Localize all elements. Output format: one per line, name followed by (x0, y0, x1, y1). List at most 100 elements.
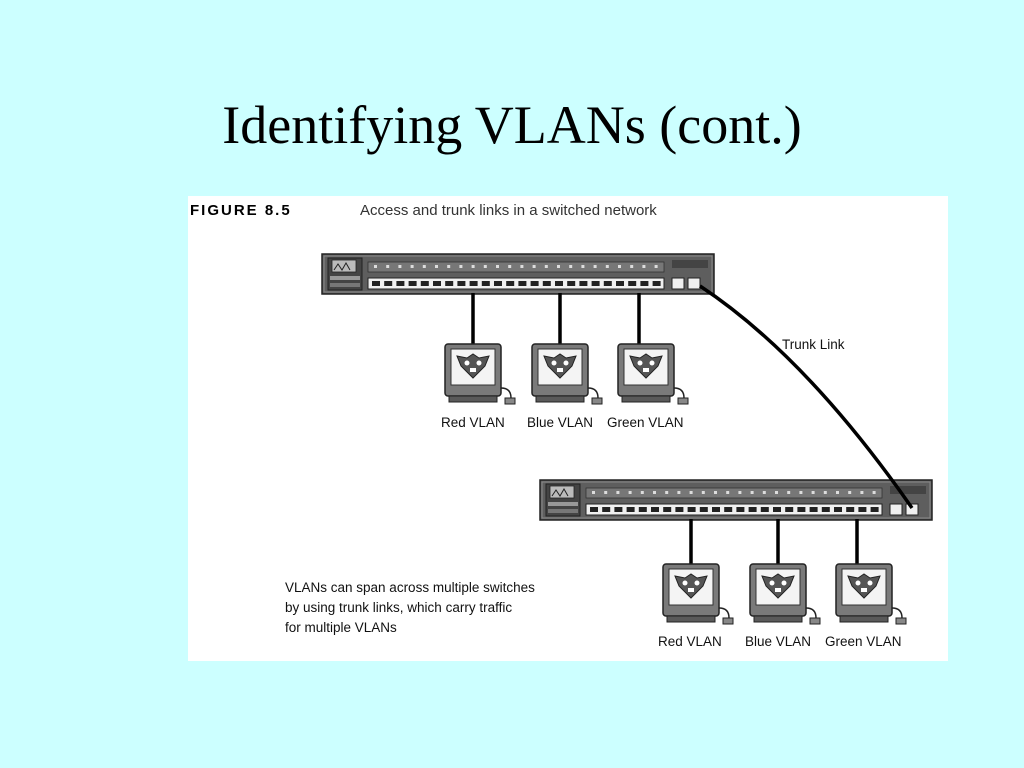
port-led (398, 265, 402, 268)
port-led (581, 265, 585, 268)
port-led (569, 265, 573, 268)
switch-port (530, 281, 539, 286)
switch-port (579, 281, 588, 286)
port-led (762, 491, 766, 494)
port-led (410, 265, 414, 268)
port-led (653, 491, 656, 494)
switch-port (640, 281, 649, 286)
port-led (616, 491, 620, 494)
port-led (508, 265, 512, 268)
port-led (848, 491, 852, 494)
port-led (640, 491, 644, 494)
network-diagram: FIGURE 8.5 Access and trunk links in a s… (190, 202, 933, 649)
port-led (738, 491, 742, 494)
switch-port (603, 281, 612, 286)
switch-port (785, 507, 794, 512)
figure-caption: Access and trunk links in a switched net… (360, 202, 657, 219)
port-led (860, 491, 864, 494)
port-led (374, 265, 377, 268)
bottom-switch-ports (590, 491, 879, 512)
port-led (386, 265, 390, 268)
port-led (628, 491, 632, 494)
note-line-1: VLANs can span across multiple switches (285, 580, 535, 595)
switch-port (675, 507, 684, 512)
switch-port (736, 507, 745, 512)
switch-port (408, 281, 417, 286)
switch-port (712, 507, 720, 512)
switch-port (420, 281, 429, 286)
port-led (520, 265, 524, 268)
switch-port (457, 281, 466, 286)
port-led (422, 265, 426, 268)
switch-port (821, 507, 830, 512)
switch-port (724, 507, 733, 512)
port-led (677, 491, 681, 494)
computer-terminal-icon (617, 343, 689, 405)
bottom-pc-blue (749, 563, 821, 625)
computer-terminal-icon (444, 343, 516, 405)
note-line-2: by using trunk links, which carry traffi… (285, 600, 512, 615)
port-led (836, 491, 839, 494)
port-led (799, 491, 803, 494)
computer-terminal-icon (835, 563, 907, 625)
top-vlan-label-blue: Blue VLAN (527, 415, 593, 430)
port-led (447, 265, 451, 268)
trunk-link-label: Trunk Link (782, 337, 845, 352)
switch-port (614, 507, 623, 512)
switch-port (651, 507, 659, 512)
switch-port (748, 507, 757, 512)
figure-panel: FIGURE 8.5 Access and trunk links in a s… (188, 196, 948, 661)
switch-port (809, 507, 818, 512)
switch-port (652, 281, 661, 286)
port-led (701, 491, 705, 494)
top-pc-red (444, 343, 516, 405)
bottom-vlan-label-blue: Blue VLAN (745, 634, 811, 649)
top-vlan-label-green: Green VLAN (607, 415, 684, 430)
switch-port (602, 507, 611, 512)
port-led (557, 265, 560, 268)
switch-port (797, 507, 806, 512)
top-vlan-label-red: Red VLAN (441, 415, 505, 430)
switch-port (469, 281, 478, 286)
note-line-3: for multiple VLANs (285, 620, 397, 635)
switch-port (506, 281, 515, 286)
top-pc-green (617, 343, 689, 405)
port-led (618, 265, 621, 268)
computer-terminal-icon (749, 563, 821, 625)
port-led (872, 491, 876, 494)
port-led (459, 265, 463, 268)
port-led (811, 491, 815, 494)
switch-port (760, 507, 769, 512)
port-led (483, 265, 487, 268)
switch-port (846, 507, 855, 512)
bottom-switch (539, 479, 933, 521)
switch-port (591, 281, 600, 286)
switch-port (372, 281, 380, 286)
port-led (435, 265, 438, 268)
switch-port (590, 507, 598, 512)
switch-port (699, 507, 708, 512)
port-led (665, 491, 669, 494)
bottom-vlan-label-green: Green VLAN (825, 634, 902, 649)
switch-port (555, 281, 563, 286)
port-led (544, 265, 548, 268)
top-switch (321, 253, 715, 295)
port-led (654, 265, 658, 268)
port-led (605, 265, 609, 268)
port-led (775, 491, 778, 494)
port-led (471, 265, 475, 268)
switch-port (433, 281, 441, 286)
switch-port (663, 507, 672, 512)
port-led (787, 491, 791, 494)
switch-port (638, 507, 647, 512)
top-pc-blue (531, 343, 603, 405)
switch-port (518, 281, 527, 286)
bottom-pc-green (835, 563, 907, 625)
switch-port (628, 281, 637, 286)
trunk-link-cable (699, 284, 914, 510)
port-led (750, 491, 754, 494)
switch-port (773, 507, 781, 512)
computer-terminal-icon (531, 343, 603, 405)
port-led (604, 491, 608, 494)
computer-terminal-icon (662, 563, 734, 625)
